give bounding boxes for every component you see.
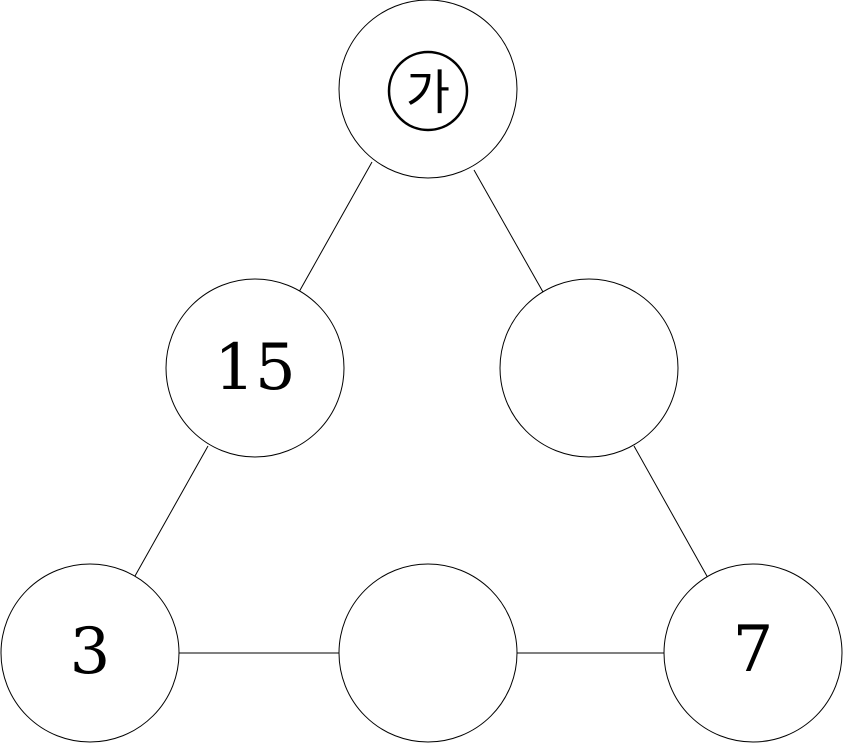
node-bottom-mid	[338, 563, 518, 743]
edge-top-mid-right	[473, 169, 544, 293]
node-mid-left: 15	[165, 278, 345, 458]
node-bottom-left: 3	[0, 563, 180, 743]
node-bottom-right-label: 7	[733, 613, 774, 687]
circled-mark-ring	[387, 50, 469, 132]
node-top: 가	[338, 0, 518, 179]
node-bottom-right-circle	[663, 563, 843, 743]
node-bottom-left-label: 3	[70, 615, 111, 689]
node-mid-right-circle	[499, 278, 679, 458]
node-mid-left-label: 15	[214, 331, 295, 405]
node-mid-left-circle	[165, 278, 345, 458]
edge-top-mid-left	[298, 161, 373, 293]
node-bottom-left-circle	[0, 563, 180, 743]
node-top-label: 가	[406, 65, 450, 121]
node-mid-right	[499, 278, 679, 458]
edge-mid-left-bottom-left	[134, 445, 209, 577]
edge-mid-right-bottom-right	[633, 445, 709, 579]
node-bottom-right: 7	[663, 563, 843, 743]
node-top-circle	[338, 0, 518, 179]
node-bottom-mid-circle	[338, 563, 518, 743]
